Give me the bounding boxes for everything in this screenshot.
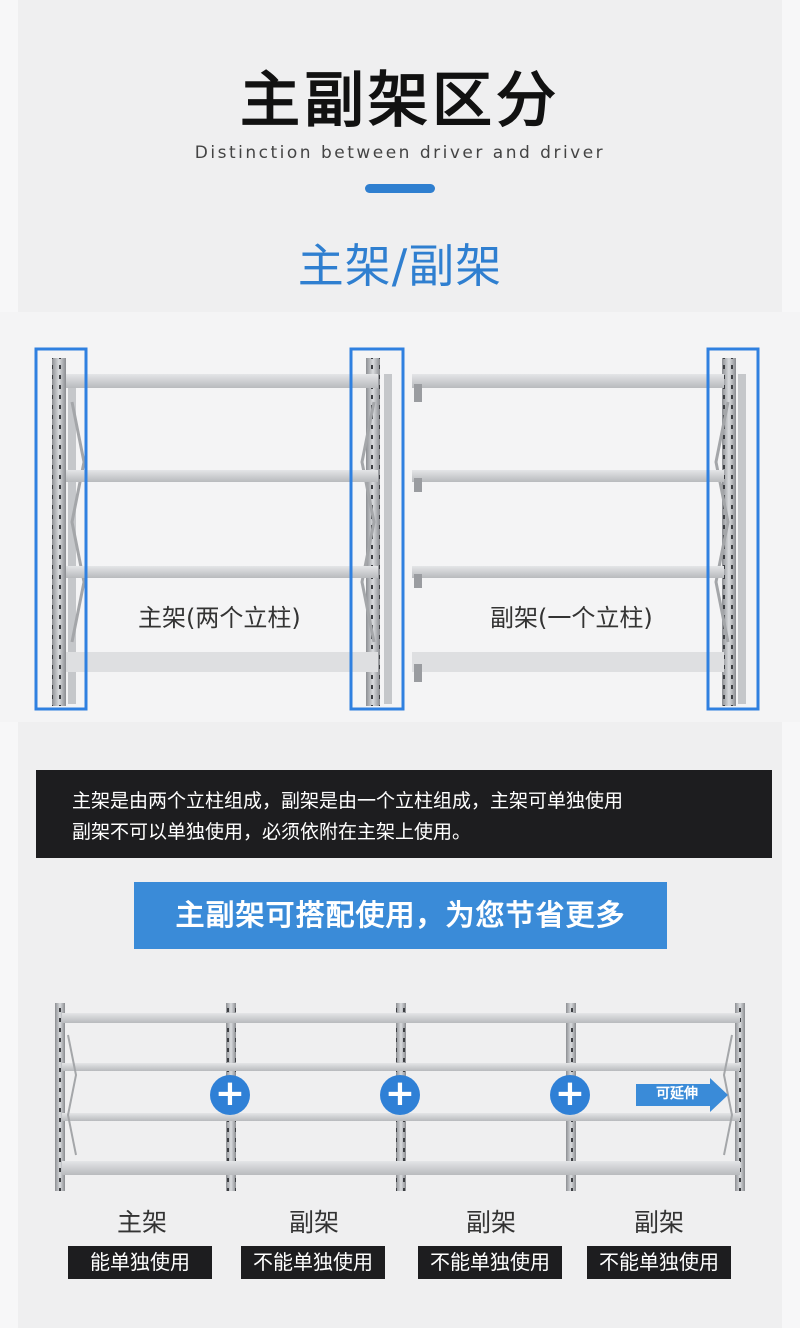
accent-divider xyxy=(365,184,435,193)
sub-rack-label: 副架(一个立柱) xyxy=(490,604,653,632)
plus-icon: + xyxy=(550,1075,590,1115)
plus-icon: + xyxy=(210,1075,250,1115)
column-name: 副架 xyxy=(465,1208,516,1237)
highlight-box-main-right xyxy=(349,347,405,711)
arrow-right-icon xyxy=(636,1078,728,1112)
column-name: 副架 xyxy=(633,1208,684,1237)
main-rack-label: 主架(两个立柱) xyxy=(138,604,301,632)
usage-badge: 能单独使用 xyxy=(68,1246,212,1279)
combo-banner: 主副架可搭配使用，为您节省更多 xyxy=(134,882,667,949)
usage-badge: 不能单独使用 xyxy=(418,1246,562,1279)
description-line-2: 副架不可以单独使用，必须依附在主架上使用。 xyxy=(72,821,472,843)
usage-badge: 不能单独使用 xyxy=(587,1246,731,1279)
extend-label: 可延伸 xyxy=(656,1086,698,1102)
column-name: 主架 xyxy=(116,1208,167,1237)
description-line-1: 主架是由两个立柱组成，副架是由一个立柱组成，主架可单独使用 xyxy=(72,790,624,812)
main-rack xyxy=(52,358,392,706)
usage-badge: 不能单独使用 xyxy=(241,1246,385,1279)
rack-illustration xyxy=(0,312,800,722)
section-title: 主架/副架 xyxy=(297,239,503,293)
sub-rack xyxy=(412,358,746,706)
page-subtitle: Distinction between driver and driver xyxy=(194,143,606,163)
column-name: 副架 xyxy=(288,1208,339,1237)
rack-drawing xyxy=(0,312,800,722)
plus-icon: + xyxy=(380,1075,420,1115)
description-box: 主架是由两个立柱组成，副架是由一个立柱组成，主架可单独使用 副架不可以单独使用，… xyxy=(36,770,772,858)
highlight-box-main-left xyxy=(34,347,88,711)
page-title: 主副架区分 xyxy=(240,66,560,136)
highlight-box-sub xyxy=(706,347,760,711)
